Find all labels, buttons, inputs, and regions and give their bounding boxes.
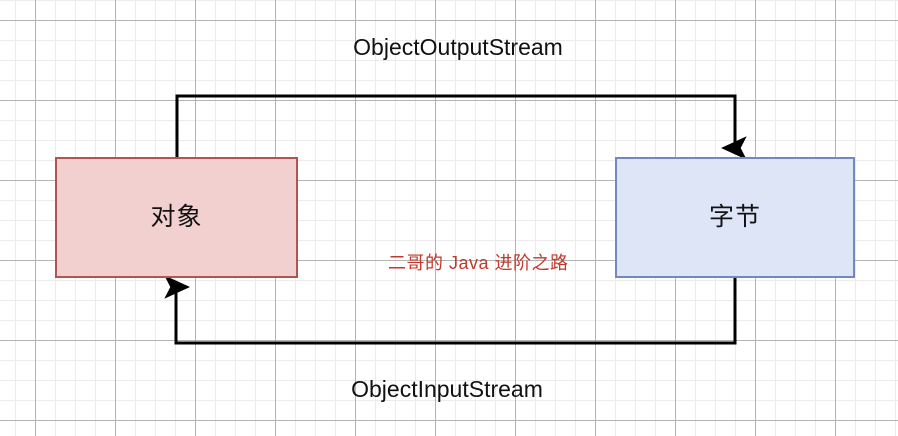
edge-deserialize-path [164,275,737,345]
node-object[interactable]: 对象 [55,157,298,278]
edge-label-deserialize: ObjectInputStream [351,376,543,402]
node-object-label: 对象 [150,203,203,231]
edge-label-serialize: ObjectOutputStream [353,34,563,60]
node-bytes-label: 字节 [708,203,761,231]
node-bytes[interactable]: 字节 [615,157,855,278]
watermark-text: 二哥的 Java 进阶之路 [388,253,569,273]
edge-serialize-path [175,94,747,160]
